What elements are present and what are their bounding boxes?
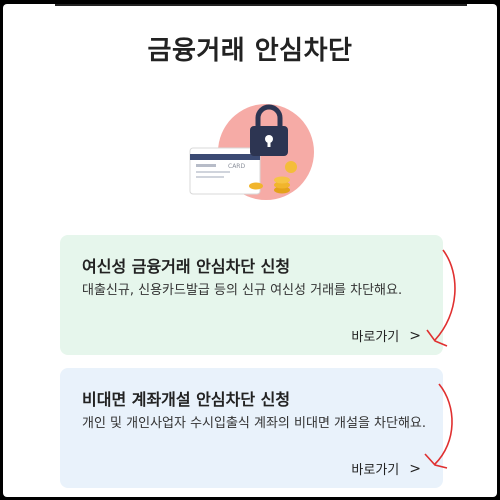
card-description: 대출신규, 신용카드발급 등의 신규 여신성 거래를 차단해요.: [82, 283, 403, 298]
annotation-arrow-icon: [424, 383, 453, 469]
go-link-button[interactable]: 바로가기 >: [351, 326, 421, 346]
go-link-label: 바로가기: [351, 463, 400, 478]
top-divider: [55, 4, 467, 6]
card-description: 개인 및 개인사업자 수시입출식 계좌의 비대면 개설을 차단해요.: [82, 416, 427, 431]
card-credit-transaction-block[interactable]: 여신성 금융거래 안심차단 신청 대출신규, 신용카드발급 등의 신규 여신성 …: [60, 235, 443, 355]
card-nonface-account-block[interactable]: 비대면 계좌개설 안심차단 신청 개인 및 개인사업자 수시입출식 계좌의 비대…: [60, 368, 443, 488]
card-title: 비대면 계좌개설 안심차단 신청: [82, 390, 291, 409]
card-title: 여신성 금융거래 안심차단 신청: [82, 257, 291, 276]
screen-frame: 금융거래 안심차단 CARD 여신성 금융거래 안심차단 신청 대출신규: [3, 4, 497, 497]
page-title: 금융거래 안심차단: [147, 36, 353, 66]
go-link-label: 바로가기: [351, 330, 400, 345]
chevron-right-icon: >: [409, 327, 421, 344]
card-label: CARD: [228, 163, 245, 170]
chevron-right-icon: >: [409, 460, 421, 477]
credit-card-icon: CARD: [189, 147, 261, 195]
annotation-arrow-icon: [426, 249, 456, 347]
security-illustration: CARD: [189, 104, 314, 200]
lock-icon: [250, 104, 288, 156]
go-link-button[interactable]: 바로가기 >: [351, 459, 421, 479]
coins-icon: [249, 161, 297, 194]
